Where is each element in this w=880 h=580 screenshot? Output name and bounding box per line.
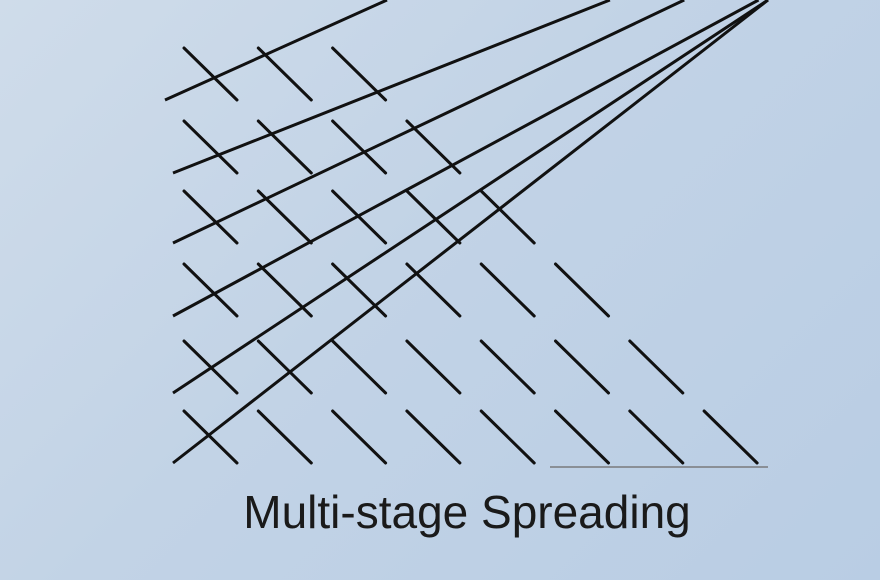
stage-tick (702, 409, 759, 465)
stage-tick (182, 119, 239, 175)
stage-tick (405, 409, 462, 465)
stage-tick (479, 409, 536, 465)
stage-tick (331, 119, 388, 175)
stages-group (164, 0, 769, 465)
stage-row-3 (172, 0, 685, 245)
stage-row-4 (172, 0, 760, 318)
stage-tick (182, 409, 239, 465)
stage-tick (628, 409, 685, 465)
stage-tick (256, 339, 313, 395)
stage-baseline (172, 0, 611, 175)
stage-tick (554, 262, 610, 318)
diagram-caption: Multi-stage Spreading (243, 486, 691, 538)
stage-tick (256, 189, 313, 245)
stage-tick (331, 409, 388, 465)
stage-tick (405, 262, 462, 318)
stage-tick (331, 339, 388, 395)
stage-tick (182, 189, 239, 245)
stage-tick (405, 189, 462, 245)
stage-baseline (172, 0, 769, 395)
stage-tick (182, 46, 239, 102)
stage-baseline (172, 0, 760, 318)
stage-tick (628, 339, 685, 395)
stage-tick (182, 339, 239, 395)
stage-tick (479, 189, 536, 245)
stage-tick (182, 262, 239, 318)
stage-tick (479, 339, 536, 395)
stage-tick (256, 409, 313, 465)
stage-row-6 (172, 0, 769, 465)
stage-row-1 (164, 0, 388, 102)
stage-row-5 (172, 0, 769, 395)
stage-tick (256, 119, 313, 175)
stage-baseline (164, 0, 388, 102)
stage-tick (479, 262, 536, 318)
stage-tick (554, 409, 610, 465)
stage-tick (256, 46, 313, 102)
stage-tick (554, 339, 610, 395)
stage-tick (331, 262, 388, 318)
stage-baseline (172, 0, 769, 465)
stage-tick (405, 339, 462, 395)
stage-baseline (172, 0, 685, 245)
